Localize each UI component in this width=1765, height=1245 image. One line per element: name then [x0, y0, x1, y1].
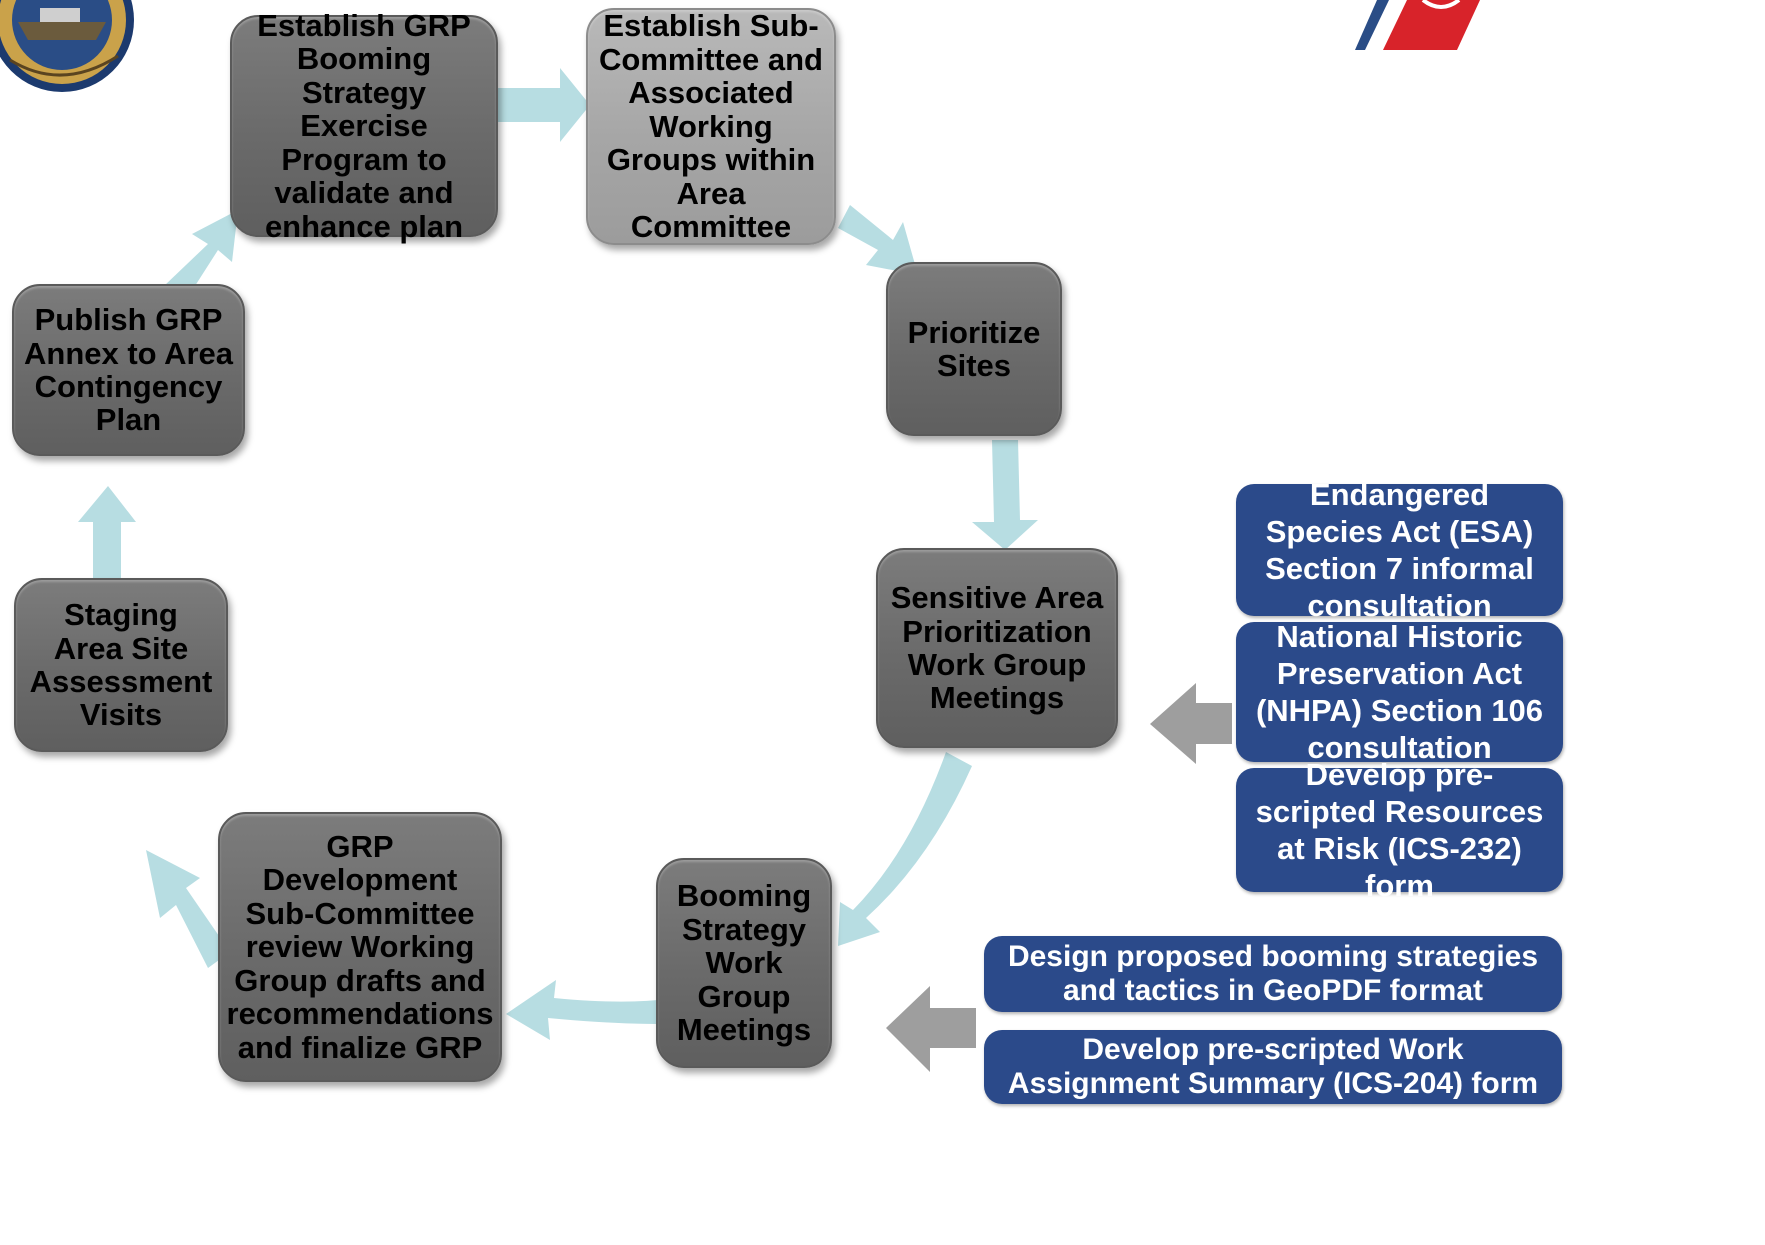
arrow-subcommittee-to-prioritize	[838, 205, 918, 275]
node-label: Sensitive Area Prioritization Work Group…	[890, 580, 1104, 716]
arrow-booming-to-grp	[506, 980, 658, 1040]
input-geopdf-design: Design proposed booming strategies and t…	[984, 936, 1562, 1012]
input-ics204-form: Develop pre-scripted Work Assignment Sum…	[984, 1030, 1562, 1104]
arrow-publish-to-exercise	[164, 210, 238, 300]
node-prioritize-sites: Prioritize Sites	[886, 262, 1062, 436]
node-label: Publish GRP Annex to Area Contingency Pl…	[24, 302, 234, 438]
node-publish-grp-annex: Publish GRP Annex to Area Contingency Pl…	[12, 284, 245, 456]
node-sensitive-area-meetings: Sensitive Area Prioritization Work Group…	[876, 548, 1118, 748]
arrow-sensitive-to-booming	[838, 752, 972, 946]
input-label: Endangered Species Act (ESA) Section 7 i…	[1265, 476, 1534, 624]
input-nhpa-consultation: National Historic Preservation Act (NHPA…	[1236, 619, 1563, 765]
arrow-staging-to-publish	[78, 486, 136, 578]
arrow-inputs-to-booming	[886, 986, 976, 1072]
node-grp-development-review: GRP Development Sub-Committee review Wor…	[218, 812, 502, 1082]
coast-guard-logo	[1355, 0, 1480, 50]
input-label: National Historic Preservation Act (NHPA…	[1255, 618, 1544, 766]
node-label: Prioritize Sites	[907, 314, 1041, 383]
input-ics232-form: Develop pre-scripted Resources at Risk (…	[1236, 757, 1563, 903]
node-label: Establish Sub-Committee and Associated W…	[599, 8, 823, 245]
input-label: Design proposed booming strategies and t…	[1007, 940, 1539, 1007]
arrow-prioritize-to-sensitive	[972, 440, 1038, 550]
node-staging-area-visits: Staging Area Site Assessment Visits	[14, 578, 228, 752]
node-label: GRP Development Sub-Committee review Wor…	[226, 828, 494, 1065]
input-esa-consultation: Endangered Species Act (ESA) Section 7 i…	[1236, 477, 1563, 623]
node-label: Staging Area Site Assessment Visits	[29, 597, 213, 733]
node-establish-exercise-program: Establish GRP Booming Strategy Exercise …	[230, 9, 498, 243]
node-label: Booming Strategy Work Group Meetings	[676, 878, 812, 1048]
node-establish-subcommittee: Establish Sub-Committee and Associated W…	[586, 8, 836, 245]
node-label: Establish GRP Booming Strategy Exercise …	[257, 7, 471, 244]
input-label: Develop pre-scripted Resources at Risk (…	[1255, 756, 1544, 904]
arrow-exercise-to-subcommittee	[498, 68, 590, 142]
navy-seal-logo	[0, 0, 134, 92]
arrow-grp-to-staging	[146, 850, 230, 968]
node-booming-strategy-meetings: Booming Strategy Work Group Meetings	[656, 858, 832, 1068]
arrow-inputs-to-sensitive	[1150, 683, 1232, 764]
input-label: Develop pre-scripted Work Assignment Sum…	[1007, 1033, 1539, 1100]
